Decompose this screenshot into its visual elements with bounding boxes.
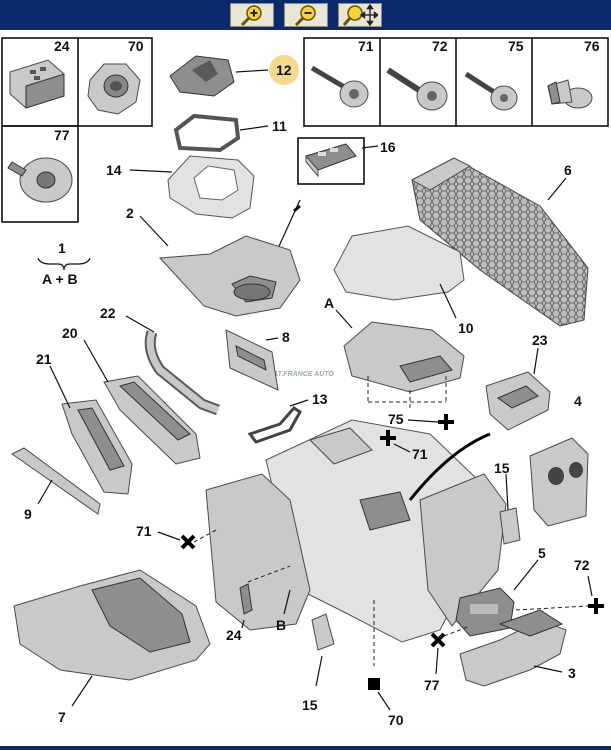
parts-box-left: 24 70 77 [1, 37, 153, 223]
bracket-part-15-right [499, 507, 521, 545]
label-77: 77 [424, 677, 440, 693]
label-12: 12 [276, 62, 292, 78]
side-panel-part-7 [13, 569, 211, 681]
zoom-pan-icon [342, 4, 378, 26]
box-frame-77 [1, 125, 79, 223]
label-70: 70 [388, 712, 404, 728]
label-11: 11 [272, 118, 287, 134]
part-label-72: 72 [432, 38, 448, 54]
screw-part-75 [464, 71, 518, 111]
label-71-left: 71 [136, 523, 152, 539]
formula-top: 1 [58, 240, 66, 256]
zoom-in-icon [240, 5, 262, 26]
switch-panel-part-16 [305, 143, 357, 178]
label-21: 21 [36, 351, 52, 367]
label-3: 3 [568, 665, 576, 681]
part-label-24: 24 [54, 38, 70, 54]
upper-console-part-2 [158, 235, 301, 317]
label-10: 10 [458, 320, 474, 336]
switch-panel-frame [297, 137, 365, 185]
rear-vent-cover-part-4 [529, 437, 589, 527]
screw-part-71 [310, 65, 369, 108]
bracket-part-15-lower [311, 613, 335, 651]
label-24-small: 24 [226, 627, 242, 643]
label-A: A [324, 295, 334, 311]
fastener-marker-77 [430, 632, 446, 648]
clip-part-24 [9, 59, 65, 109]
label-23: 23 [532, 332, 548, 348]
bottom-border [0, 746, 611, 750]
exploded-parts-diagram: 24 70 77 71 72 75 76 [0, 30, 611, 750]
main-console-body-B [205, 419, 507, 643]
toolbar [0, 0, 611, 30]
label-13: 13 [312, 391, 328, 407]
screw-part-72 [386, 67, 448, 111]
washer-screw-part-77 [7, 157, 73, 203]
assembly-formula: 1 A + B [37, 240, 91, 287]
part-label-71: 71 [358, 38, 374, 54]
fastener-marker-75 [438, 414, 454, 430]
armrest-lid-part-10 [333, 225, 465, 301]
trim-ring-part-11 [173, 113, 241, 153]
label-20: 20 [62, 325, 78, 341]
air-duct-part-21 [61, 399, 133, 495]
label-75: 75 [388, 411, 404, 427]
clip-part-24-small [239, 583, 253, 615]
rear-lower-cover-part-3 [459, 609, 567, 687]
fastener-marker-72 [588, 598, 604, 614]
label-71-top: 71 [412, 446, 428, 462]
label-2: 2 [126, 205, 134, 221]
zoom-pan-button[interactable] [337, 3, 382, 27]
label-16: 16 [380, 139, 396, 155]
trim-panel-part-8 [225, 329, 279, 391]
watermark: CAT.FRANCE AUTO [268, 371, 334, 378]
storage-tray-part-23 [485, 371, 551, 431]
zoom-out-icon [294, 5, 316, 26]
fastener-marker-70 [368, 678, 380, 690]
zoom-out-button[interactable] [283, 3, 328, 27]
label-B: B [276, 617, 286, 633]
part-label-75: 75 [508, 38, 524, 54]
part-label-76: 76 [584, 38, 600, 54]
zoom-in-button[interactable] [229, 3, 274, 27]
label-4: 4 [574, 393, 582, 409]
bracket-part-13 [247, 406, 302, 444]
label-15-lower: 15 [302, 697, 318, 713]
label-6: 6 [564, 162, 572, 178]
label-22: 22 [100, 305, 116, 321]
nut-part-70 [87, 63, 141, 115]
air-duct-part-22 [144, 330, 220, 416]
trim-strip-part-9 [11, 447, 101, 515]
label-72: 72 [574, 557, 590, 573]
side-mesh-panel-part-6 [410, 157, 589, 327]
label-15-right: 15 [494, 460, 510, 476]
air-duct-part-20 [103, 375, 201, 465]
gear-boot-part-12 [169, 55, 235, 97]
label-14: 14 [106, 162, 122, 178]
push-clip-part-76 [547, 79, 593, 109]
highlight-12 [269, 55, 299, 85]
part-label-70: 70 [128, 38, 144, 54]
shift-surround-part-14 [167, 155, 255, 219]
label-9: 9 [24, 506, 32, 522]
part-label-77: 77 [54, 127, 70, 143]
formula-bottom: A + B [42, 271, 78, 287]
label-8: 8 [282, 329, 290, 345]
fastener-marker-71-top [380, 430, 396, 446]
parts-box-right: 71 72 75 76 [303, 37, 609, 127]
armrest-bracket-part-A [343, 321, 465, 393]
fastener-marker-71-left [180, 534, 196, 550]
label-7: 7 [58, 709, 66, 725]
label-5: 5 [538, 545, 546, 561]
